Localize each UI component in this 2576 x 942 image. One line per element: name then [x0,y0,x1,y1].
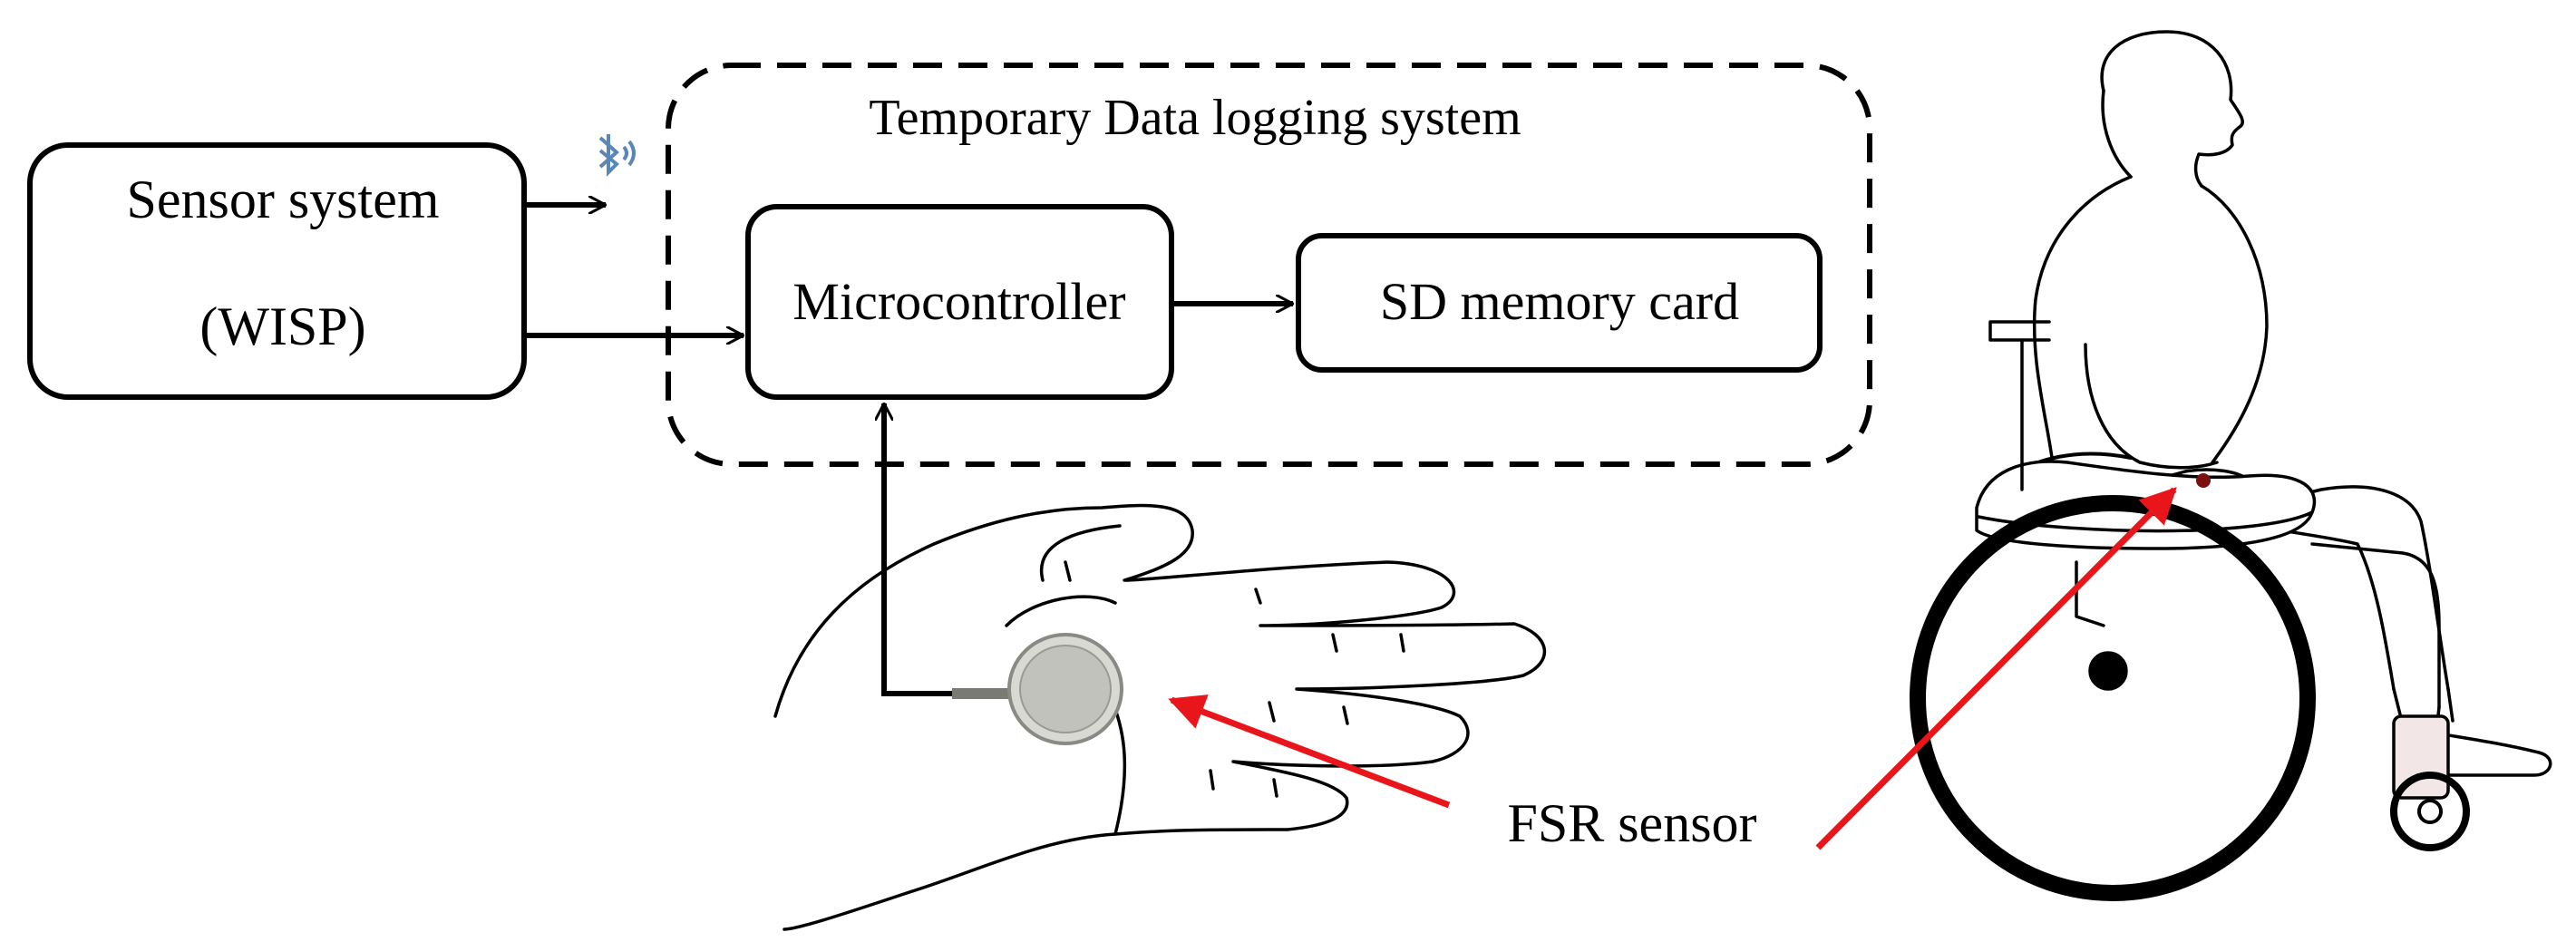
fsr-callout: FSR sensor [1168,487,2177,853]
sensor-system-sublabel: (WISP) [199,296,365,356]
fsr-sensor-label: FSR sensor [1507,793,1756,853]
microcontroller-label: Microcontroller [792,272,1125,331]
group-title: Temporary Data logging system [869,90,1521,146]
sd-card-node: SD memory card [1296,233,1823,373]
wheelchair-large-wheel [1910,495,2316,901]
connectors [524,205,1293,696]
logging-system-group: Temporary Data logging system [666,63,1872,467]
fsr-to-mcu-arrow [884,403,952,696]
pointer-arrow-wheel [1815,487,2177,850]
pointer-arrow-hand [1168,694,1451,809]
bluetooth-icon [598,134,636,177]
wheelchair-user-illustration [1975,30,2552,851]
sensor-system-label: Sensor system [127,170,440,229]
hand-illustration [773,503,1547,931]
wheel-fsr-dot [2196,473,2211,488]
sensor-system-node: Sensor system (WISP) [27,142,527,400]
microcontroller-node: Microcontroller [745,204,1174,400]
fsr-sensor-disc [952,633,1123,745]
sd-card-label: SD memory card [1380,272,1739,331]
